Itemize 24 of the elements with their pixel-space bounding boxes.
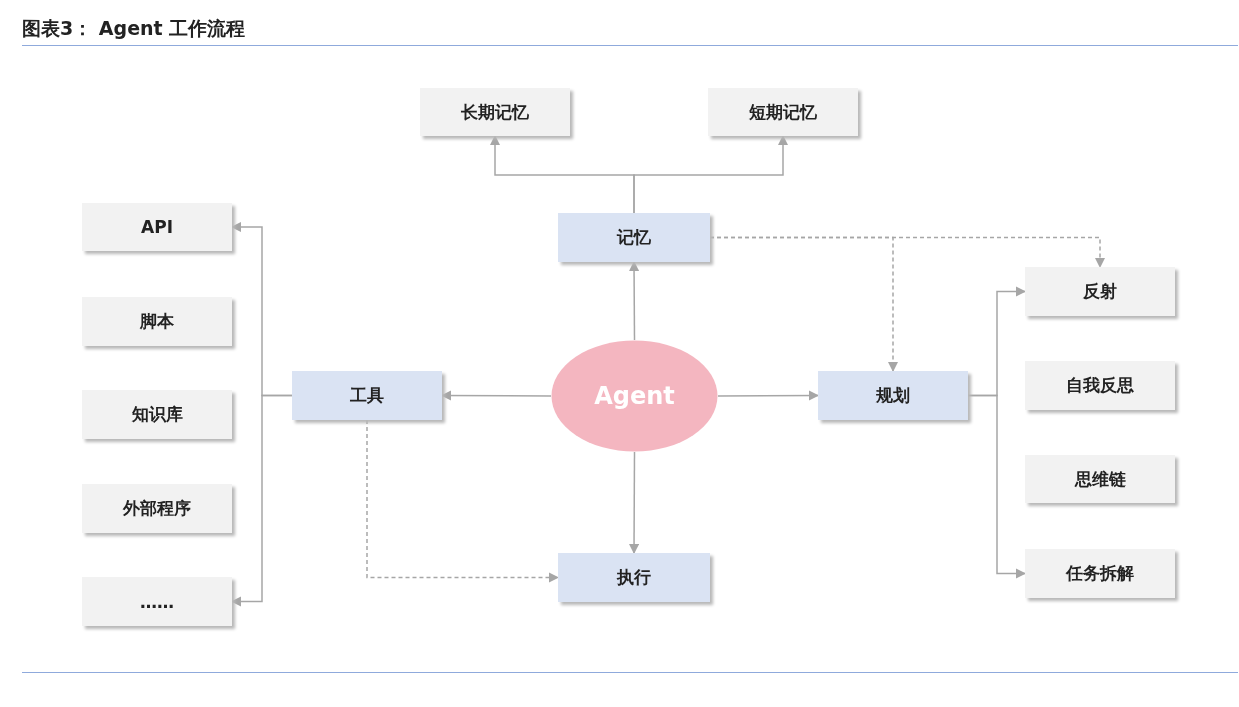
arrow — [717, 390, 820, 401]
item-box: API — [82, 203, 232, 251]
module-box: 工具 — [292, 371, 442, 420]
module-box: 记忆 — [558, 213, 710, 262]
item-box: 思维链 — [1025, 455, 1175, 503]
module-box: 执行 — [558, 553, 710, 602]
item-box: 长期记忆 — [420, 88, 570, 136]
module-box: 规划 — [818, 371, 968, 420]
agent-ellipse: Agent — [551, 340, 718, 452]
item-box: 知识库 — [82, 390, 232, 439]
item-box: 短期记忆 — [708, 88, 858, 136]
item-box: …… — [82, 577, 232, 626]
item-box: 外部程序 — [82, 484, 232, 533]
item-box: 脚本 — [82, 297, 232, 346]
arrow — [633, 134, 789, 214]
dashed-arrow — [709, 236, 899, 373]
item-box: 任务拆解 — [1025, 549, 1175, 598]
arrow — [967, 394, 1027, 579]
figure-title: 图表3： Agent 工作流程 — [22, 16, 246, 41]
dashed-arrow — [366, 419, 560, 583]
arrow — [628, 451, 640, 555]
arrow — [628, 260, 640, 341]
item-box: 自我反思 — [1025, 361, 1175, 410]
item-box: 反射 — [1025, 267, 1175, 316]
